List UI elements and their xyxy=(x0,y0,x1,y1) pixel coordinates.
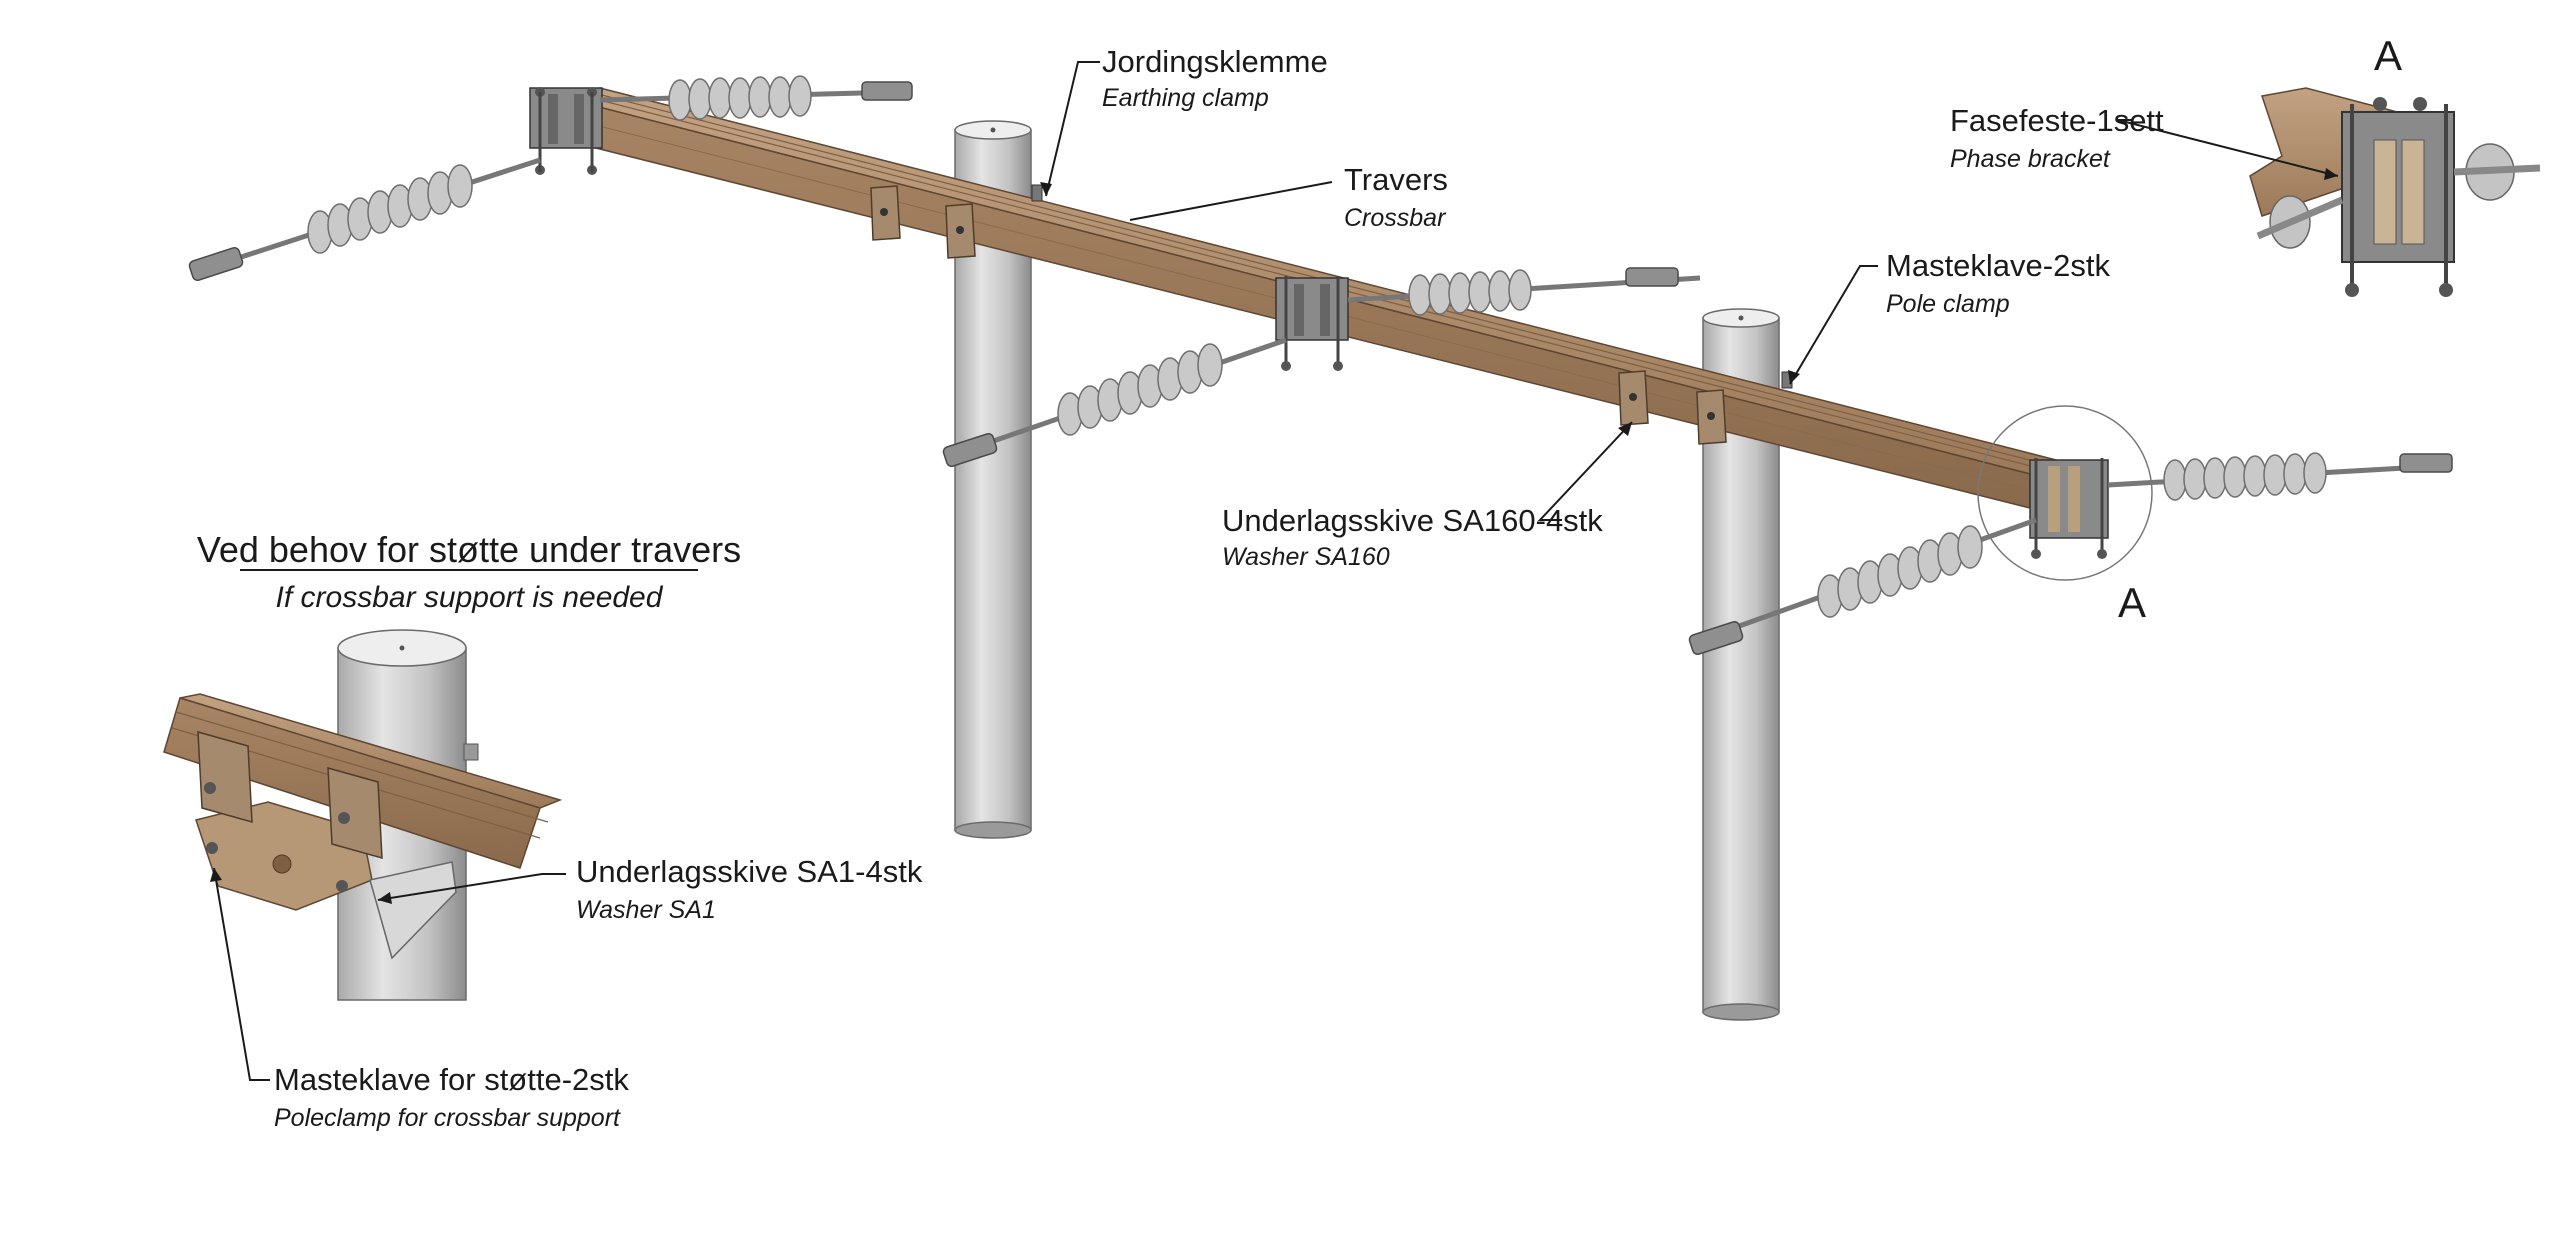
support-section-heading: Ved behov for støtte under travers If cr… xyxy=(197,529,741,614)
insulator-string-left-lower xyxy=(188,157,541,281)
label-phase-bracket-en: Phase bracket xyxy=(1950,145,2111,173)
phase-bracket-left xyxy=(529,87,603,175)
label-support-clamp-en: Poleclamp for crossbar support xyxy=(274,1104,621,1132)
label-washer-sa160-no: Underlagsskive SA160-4stk xyxy=(1222,503,1603,538)
label-crossbar-no: Travers xyxy=(1344,162,1448,197)
detail-circle-a xyxy=(1977,405,2153,581)
label-washer-sa1: Underlagsskive SA1-4stk Washer SA1 xyxy=(576,854,923,924)
label-support-clamp: Masteklave for støtte-2stk Poleclamp for… xyxy=(274,1062,629,1132)
label-washer-sa160: Underlagsskive SA160-4stk Washer SA160 xyxy=(1222,503,1603,571)
insulator-string-middle-upper xyxy=(1347,267,1701,316)
label-earthing-clamp-no: Jordingsklemme xyxy=(1102,44,1328,79)
detail-marker-a-bottom: A xyxy=(2118,579,2146,626)
support-section-title: Ved behov for støtte under travers xyxy=(197,529,741,570)
label-earthing-clamp-en: Earthing clamp xyxy=(1102,84,1269,112)
insulator-string-middle-lower xyxy=(942,337,1287,467)
label-crossbar-en: Crossbar xyxy=(1344,204,1447,232)
label-earthing-clamp: Jordingsklemme Earthing clamp xyxy=(1102,44,1328,112)
label-pole-clamp: Masteklave-2stk Pole clamp xyxy=(1886,248,2110,318)
label-phase-bracket: Fasefeste-1sett Phase bracket xyxy=(1950,103,2164,173)
detail-a-phase-bracket xyxy=(2249,87,2541,297)
leader-lines xyxy=(210,61,2339,1081)
label-washer-sa160-en: Washer SA160 xyxy=(1222,543,1390,571)
phase-bracket-right xyxy=(2029,458,2109,559)
label-washer-sa1-no: Underlagsskive SA1-4stk xyxy=(576,854,923,889)
support-detail-illustration xyxy=(163,629,563,1001)
phase-bracket-middle xyxy=(1275,276,1349,371)
label-support-clamp-no: Masteklave for støtte-2stk xyxy=(274,1062,629,1097)
label-pole-clamp-no: Masteklave-2stk xyxy=(1886,248,2110,283)
insulator-string-right-lower xyxy=(1688,517,2037,655)
pole-clamp-plates-right xyxy=(1618,370,1727,445)
label-phase-bracket-no: Fasefeste-1sett xyxy=(1950,103,2164,138)
label-washer-sa1-en: Washer SA1 xyxy=(576,896,716,924)
insulator-string-right-upper xyxy=(2107,452,2453,501)
label-crossbar: Travers Crossbar xyxy=(1344,162,1448,232)
support-section-subtitle: If crossbar support is needed xyxy=(276,581,664,614)
pole-clamp-plates-left xyxy=(870,185,976,259)
detail-marker-a-top: A xyxy=(2374,32,2402,79)
label-pole-clamp-en: Pole clamp xyxy=(1886,290,2010,318)
insulator-string-left-upper xyxy=(599,75,913,121)
